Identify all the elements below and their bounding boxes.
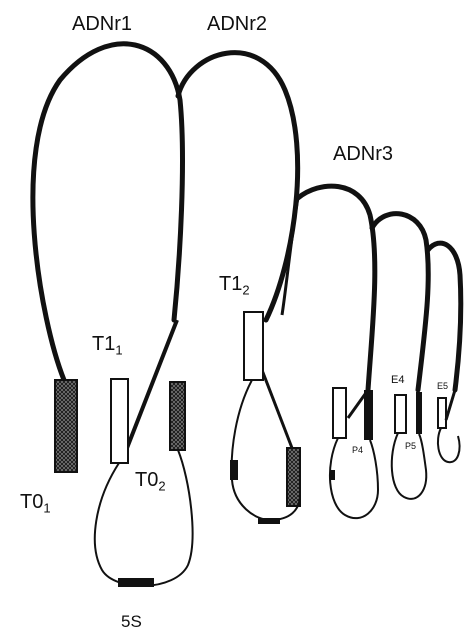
- loop-5: [428, 243, 461, 390]
- label-t0-2-sub: 2: [158, 479, 165, 494]
- adnr1-loop: [33, 44, 183, 380]
- label-e4: E4: [391, 375, 404, 386]
- five-s-block: [118, 578, 154, 587]
- label-t0-1-sub: 1: [43, 501, 50, 516]
- label-t1-1-sub: 1: [115, 343, 122, 358]
- label-adnr2: ADNr2: [207, 14, 267, 34]
- loop4-left-mark: [330, 470, 335, 480]
- t0-2-hatched-block: [170, 382, 185, 450]
- loop4-box: [333, 388, 346, 438]
- label-e5: E5: [437, 382, 448, 391]
- label-t0-2: T02: [135, 470, 166, 493]
- label-t0-2-main: T0: [135, 469, 158, 491]
- t1-2-diagonal-strand: [262, 370, 292, 448]
- label-t1-1: T11: [92, 334, 123, 357]
- e5-strand: [446, 390, 455, 420]
- t1-2-bottom-block: [258, 518, 280, 524]
- loop-4: [372, 214, 428, 390]
- e4-box: [395, 395, 406, 433]
- label-adnr1: ADNr1: [72, 14, 132, 34]
- label-t1-1-main: T1: [92, 333, 115, 355]
- t1-2-left-block: [230, 460, 238, 480]
- label-t0-1: T01: [20, 492, 51, 515]
- e5-lower-loop: [438, 428, 460, 462]
- label-5s: 5S: [121, 613, 142, 630]
- label-t1-2-main: T1: [219, 273, 242, 295]
- t1-1-box: [111, 379, 128, 463]
- t1-2-box: [244, 312, 263, 380]
- adnr3-strand: [282, 198, 298, 315]
- label-t0-1-main: T0: [20, 491, 43, 513]
- label-p4: P4: [352, 446, 363, 455]
- t0-1-hatched-block: [55, 380, 77, 472]
- adnr3-loop: [298, 186, 375, 390]
- loop4-black-bar: [364, 390, 373, 440]
- label-adnr3: ADNr3: [333, 144, 393, 164]
- label-t1-2: T12: [219, 274, 250, 297]
- label-p5: P5: [405, 442, 416, 451]
- t1-2-hatched-block: [287, 448, 300, 506]
- label-t1-2-sub: 2: [242, 283, 249, 298]
- e5-box: [438, 398, 446, 428]
- e4-black-bar: [416, 392, 422, 434]
